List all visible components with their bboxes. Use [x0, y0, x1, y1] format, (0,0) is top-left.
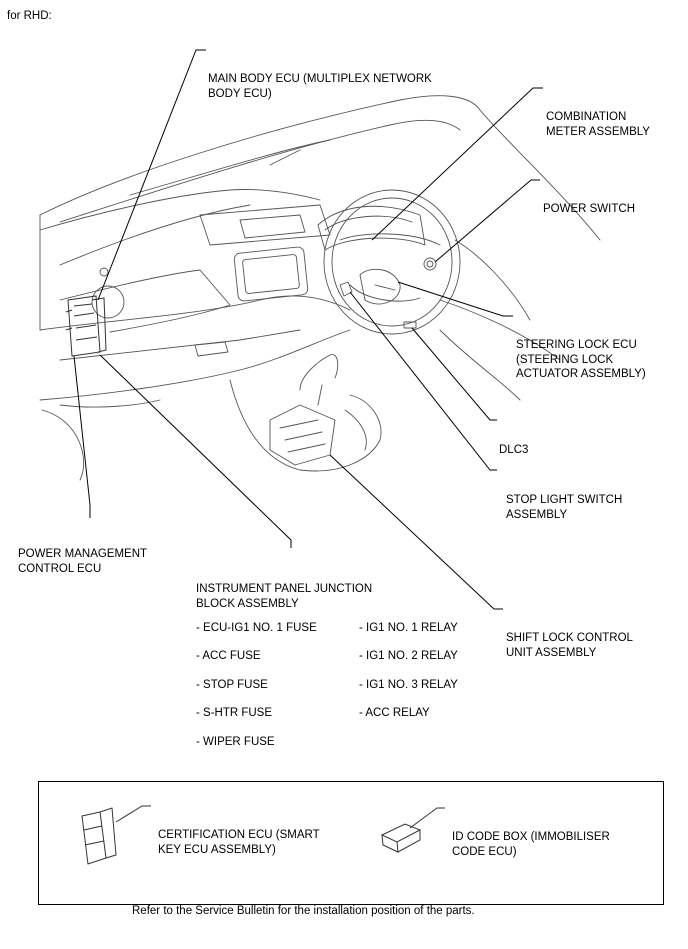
- leader-shift-lock: [329, 454, 503, 610]
- fuse-item: - S-HTR FUSE: [196, 707, 273, 719]
- fuse-item: - ECU-IG1 NO. 1 FUSE: [196, 622, 317, 634]
- stop-light-switch-part: [339, 281, 353, 297]
- windshield-outline: [39, 95, 601, 241]
- leader-combination-meter: [371, 87, 543, 241]
- leader-instrument-panel-jb: [99, 354, 292, 548]
- fuse-item: - WIPER FUSE: [196, 736, 275, 748]
- dlc3-part: [403, 321, 417, 329]
- fuse-item: - ACC FUSE: [196, 650, 261, 662]
- relay-item: - ACC RELAY: [359, 707, 430, 719]
- leader-power-management: [73, 355, 91, 518]
- power-switch-label: POWER SWITCH: [543, 203, 635, 215]
- relay-item: - IG1 NO. 1 RELAY: [359, 622, 458, 634]
- leader-stop-light: [349, 291, 497, 471]
- dashboard-top: [39, 189, 321, 231]
- fuse-item: - STOP FUSE: [196, 679, 268, 691]
- steering-wheel: [323, 189, 461, 335]
- combination-meter: [317, 205, 426, 251]
- dlc3-label: DLC3: [499, 444, 529, 456]
- relay-item: - IG1 NO. 2 RELAY: [359, 650, 458, 662]
- center-display: [233, 246, 309, 302]
- leader-power-switch: [434, 179, 540, 263]
- leader-steering-lock: [397, 281, 513, 317]
- center-console: [229, 379, 382, 472]
- service-bulletin-note: Refer to the Service Bulletin for the in…: [132, 905, 475, 917]
- header-label: for RHD:: [7, 10, 52, 22]
- power-switch-part: [423, 257, 437, 271]
- relay-item: - IG1 NO. 3 RELAY: [359, 679, 458, 691]
- leader-main-body-ecu: [97, 49, 206, 301]
- other-parts-box: [38, 781, 664, 905]
- leader-dlc3: [411, 327, 497, 421]
